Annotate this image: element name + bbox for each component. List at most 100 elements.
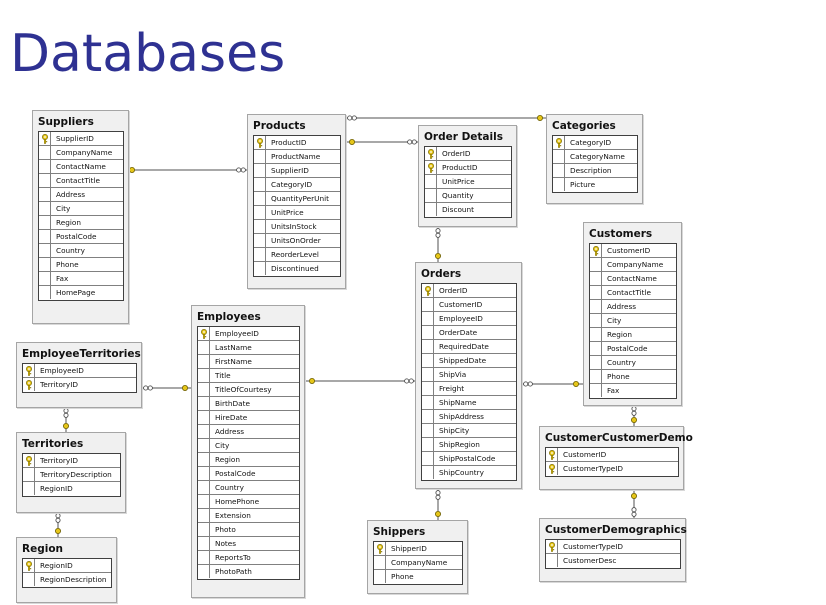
column-row[interactable]: UnitPrice [425, 175, 511, 189]
column-row[interactable]: ShipName [422, 396, 516, 410]
column-row[interactable]: ShipAddress [422, 410, 516, 424]
column-row[interactable]: BirthDate [198, 397, 299, 411]
column-row[interactable]: CompanyName [374, 556, 462, 570]
column-row[interactable]: Address [198, 425, 299, 439]
column-row[interactable]: CustomerDesc [546, 554, 680, 568]
column-row[interactable]: CategoryID [254, 178, 340, 192]
column-row[interactable]: Extension [198, 509, 299, 523]
column-row[interactable]: City [39, 202, 123, 216]
column-row[interactable]: OrderID [422, 284, 516, 298]
column-row[interactable]: PostalCode [590, 342, 676, 356]
column-row[interactable]: CategoryID [553, 136, 637, 150]
column-row[interactable]: Phone [374, 570, 462, 584]
column-row[interactable]: Address [590, 300, 676, 314]
column-row[interactable]: ContactTitle [590, 286, 676, 300]
column-row[interactable]: TerritoryID [23, 454, 120, 468]
column-row[interactable]: LastName [198, 341, 299, 355]
column-row[interactable]: TerritoryID [23, 378, 136, 392]
column-row[interactable]: Address [39, 188, 123, 202]
column-row[interactable]: Photo [198, 523, 299, 537]
column-row[interactable]: ShipRegion [422, 438, 516, 452]
column-row[interactable]: CompanyName [39, 146, 123, 160]
column-row[interactable]: Notes [198, 537, 299, 551]
column-row[interactable]: RegionDescription [23, 573, 111, 587]
column-row[interactable]: Phone [590, 370, 676, 384]
column-row[interactable]: Title [198, 369, 299, 383]
column-row[interactable]: PhotoPath [198, 565, 299, 579]
column-row[interactable]: CustomerID [590, 244, 676, 258]
column-row[interactable]: ReportsTo [198, 551, 299, 565]
column-row[interactable]: UnitPrice [254, 206, 340, 220]
column-row[interactable]: QuantityPerUnit [254, 192, 340, 206]
column-row[interactable]: ShippedDate [422, 354, 516, 368]
column-row[interactable]: CategoryName [553, 150, 637, 164]
column-row[interactable]: EmployeeID [198, 327, 299, 341]
column-row[interactable]: CustomerID [422, 298, 516, 312]
column-row[interactable]: RegionID [23, 482, 120, 496]
column-row[interactable]: HomePage [39, 286, 123, 300]
column-row[interactable]: Discount [425, 203, 511, 217]
column-row[interactable]: ContactTitle [39, 174, 123, 188]
column-row[interactable]: City [590, 314, 676, 328]
column-row[interactable]: SupplierID [254, 164, 340, 178]
column-row[interactable]: Discontinued [254, 262, 340, 276]
column-row[interactable]: Freight [422, 382, 516, 396]
column-row[interactable]: TerritoryDescription [23, 468, 120, 482]
column-row[interactable]: ShipCountry [422, 466, 516, 480]
column-row[interactable]: ReorderLevel [254, 248, 340, 262]
column-row[interactable]: RequiredDate [422, 340, 516, 354]
column-row[interactable]: PostalCode [198, 467, 299, 481]
column-row[interactable]: OrderDate [422, 326, 516, 340]
column-row[interactable]: UnitsInStock [254, 220, 340, 234]
column-row[interactable]: Country [39, 244, 123, 258]
column-row[interactable]: CustomerTypeID [546, 462, 678, 476]
column-row[interactable]: CustomerTypeID [546, 540, 680, 554]
column-row[interactable]: Picture [553, 178, 637, 192]
column-row[interactable]: RegionID [23, 559, 111, 573]
column-row[interactable]: Phone [39, 258, 123, 272]
column-row[interactable]: City [198, 439, 299, 453]
column-row[interactable]: Region [198, 453, 299, 467]
column-row[interactable]: Fax [590, 384, 676, 398]
column-row[interactable]: ContactName [590, 272, 676, 286]
column-row[interactable]: UnitsOnOrder [254, 234, 340, 248]
column-row[interactable]: CompanyName [590, 258, 676, 272]
column-row[interactable]: ShipVia [422, 368, 516, 382]
column-row[interactable]: OrderID [425, 147, 511, 161]
column-row[interactable]: Country [590, 356, 676, 370]
column-row[interactable]: SupplierID [39, 132, 123, 146]
column-row[interactable]: ProductName [254, 150, 340, 164]
column-row[interactable]: ShipCity [422, 424, 516, 438]
column-row[interactable]: Region [39, 216, 123, 230]
column-row[interactable]: HireDate [198, 411, 299, 425]
column-row[interactable]: ShipperID [374, 542, 462, 556]
column-row[interactable]: EmployeeID [23, 364, 136, 378]
column-row[interactable]: ContactName [39, 160, 123, 174]
column-row[interactable]: EmployeeID [422, 312, 516, 326]
column-row[interactable]: CustomerID [546, 448, 678, 462]
column-row[interactable]: ShipPostalCode [422, 452, 516, 466]
column-row[interactable]: TitleOfCourtesy [198, 383, 299, 397]
column-row[interactable]: ProductID [254, 136, 340, 150]
column-row[interactable]: PostalCode [39, 230, 123, 244]
column-row[interactable]: Fax [39, 272, 123, 286]
column-row[interactable]: ProductID [425, 161, 511, 175]
column-row[interactable]: Region [590, 328, 676, 342]
column-row[interactable]: Description [553, 164, 637, 178]
column-row[interactable]: HomePhone [198, 495, 299, 509]
column-row[interactable]: Country [198, 481, 299, 495]
column-row[interactable]: FirstName [198, 355, 299, 369]
